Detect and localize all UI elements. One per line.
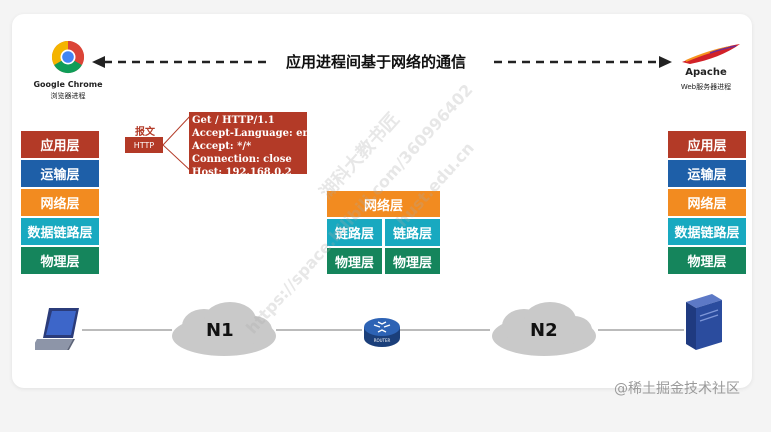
laptop-icon: [35, 308, 79, 350]
server-tower-icon: [686, 294, 722, 350]
router-layer-network: 网络层: [326, 190, 441, 218]
right-layer-application: 应用层: [667, 130, 747, 159]
left-host-caption: 浏览器进程: [50, 92, 86, 100]
router-icon: [364, 318, 400, 347]
apache-feather-logo: [682, 44, 740, 64]
http-line-accept: Accept: */*: [192, 141, 252, 152]
left-host-brand: Google Chrome: [33, 80, 103, 89]
right-layer-transport: 运输层: [667, 159, 747, 188]
left-layer-datalink: 数据链路层: [20, 217, 100, 246]
http-line-host: Host: 192.168.0.2: [192, 167, 292, 178]
right-layer-datalink: 数据链路层: [667, 217, 747, 246]
network-label-n2: N2: [530, 320, 558, 341]
packet-tag: 报文: [135, 127, 155, 138]
network-links: [82, 329, 684, 331]
router-layer-physical-left: 物理层: [326, 247, 383, 275]
router-layer-physical-right: 物理层: [384, 247, 441, 275]
http-message-box: Get / HTTP/1.1 Accept-Language: en-us Ac…: [189, 112, 327, 178]
router-layer-link-left: 链路层: [326, 218, 383, 247]
network-label-n1: N1: [206, 320, 234, 341]
router-device-label: ROUTER: [373, 338, 391, 343]
diagram-title: 应用进程间基于网络的通信: [286, 53, 467, 71]
right-host-caption: Web服务器进程: [680, 83, 732, 91]
cloud-icon: [492, 302, 596, 356]
left-layer-application: 应用层: [20, 130, 100, 159]
right-layer-physical: 物理层: [667, 246, 747, 275]
footer-credit: @稀土掘金技术社区: [614, 381, 740, 397]
left-layer-physical: 物理层: [20, 246, 100, 275]
router-layer-link-right: 链路层: [384, 218, 441, 247]
right-host-brand: Apache: [685, 67, 727, 78]
cloud-icon: [172, 302, 276, 356]
packet-protocol-box: HTTP: [125, 137, 163, 153]
http-line-accept-language: Accept-Language: en-us: [192, 128, 327, 139]
packet-callout-connector: [163, 113, 193, 173]
right-layer-network: 网络层: [667, 188, 747, 217]
bidirectional-arrow: [92, 56, 672, 68]
http-line-request: Get / HTTP/1.1: [192, 115, 275, 126]
left-layer-transport: 运输层: [20, 159, 100, 188]
chrome-logo: [51, 40, 85, 74]
http-line-connection: Connection: close: [192, 154, 292, 165]
left-layer-network: 网络层: [20, 188, 100, 217]
